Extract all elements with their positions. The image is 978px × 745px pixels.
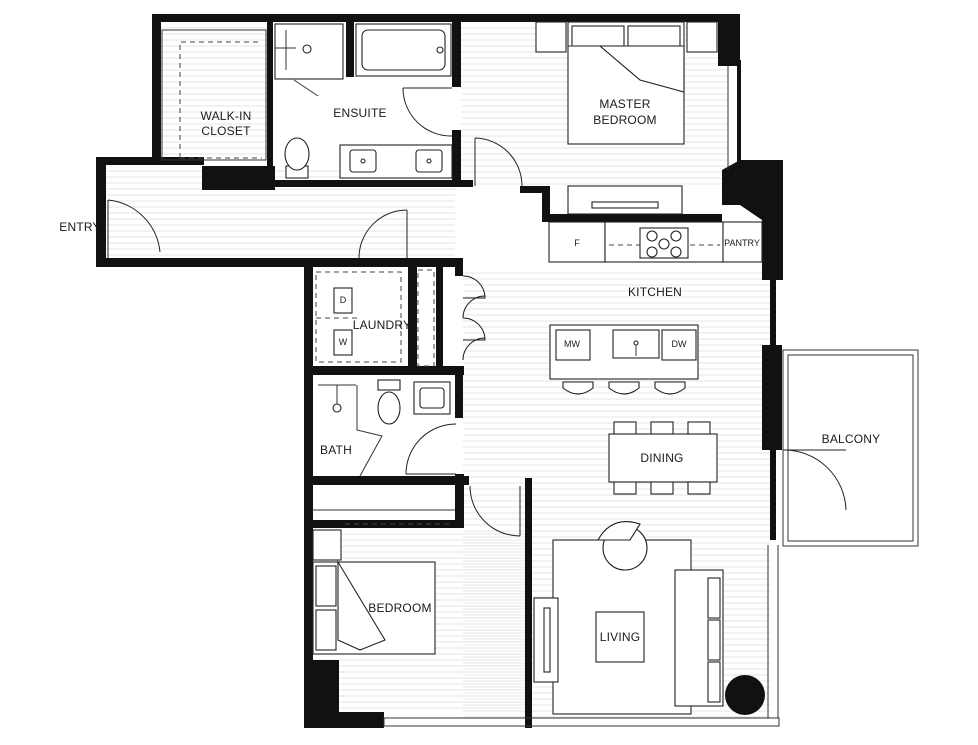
pantry-label: PANTRY xyxy=(724,238,760,248)
bedroom-furniture xyxy=(312,509,455,655)
fridge-label: F xyxy=(574,238,580,248)
bedroom-label: BEDROOM xyxy=(368,601,431,615)
master-bedroom-label-2: BEDROOM xyxy=(593,113,656,127)
room-labels: WALK-IN CLOSET ENSUITE MASTER BEDROOM EN… xyxy=(59,97,880,644)
washer-label: W xyxy=(339,337,348,347)
walls xyxy=(96,14,783,728)
living-label: LIVING xyxy=(600,630,641,644)
dishwasher-label: DW xyxy=(672,339,687,349)
walk-in-closet-fixtures xyxy=(161,29,267,161)
microwave-label: MW xyxy=(564,339,580,349)
dryer-label: D xyxy=(340,295,347,305)
master-bedroom-label-1: MASTER xyxy=(599,97,650,111)
walk-in-label-1: WALK-IN xyxy=(201,109,252,123)
bath-fixtures xyxy=(318,379,451,477)
ensuite-fixtures xyxy=(274,23,453,179)
kitchen-fixtures xyxy=(315,221,763,395)
master-bedroom-furniture xyxy=(535,21,718,215)
doors xyxy=(107,87,847,537)
bath-label: BATH xyxy=(320,443,352,457)
dining-label: DINING xyxy=(640,451,683,465)
living-furniture xyxy=(533,521,765,715)
entry-label: ENTRY xyxy=(59,220,100,234)
balcony xyxy=(782,349,919,547)
dining-furniture xyxy=(608,421,718,495)
walk-in-label-2: CLOSET xyxy=(201,124,251,138)
ensuite-label: ENSUITE xyxy=(333,106,386,120)
balcony-label: BALCONY xyxy=(822,432,881,446)
kitchen-label: KITCHEN xyxy=(628,285,682,299)
laundry-label: LAUNDRY xyxy=(353,318,412,332)
